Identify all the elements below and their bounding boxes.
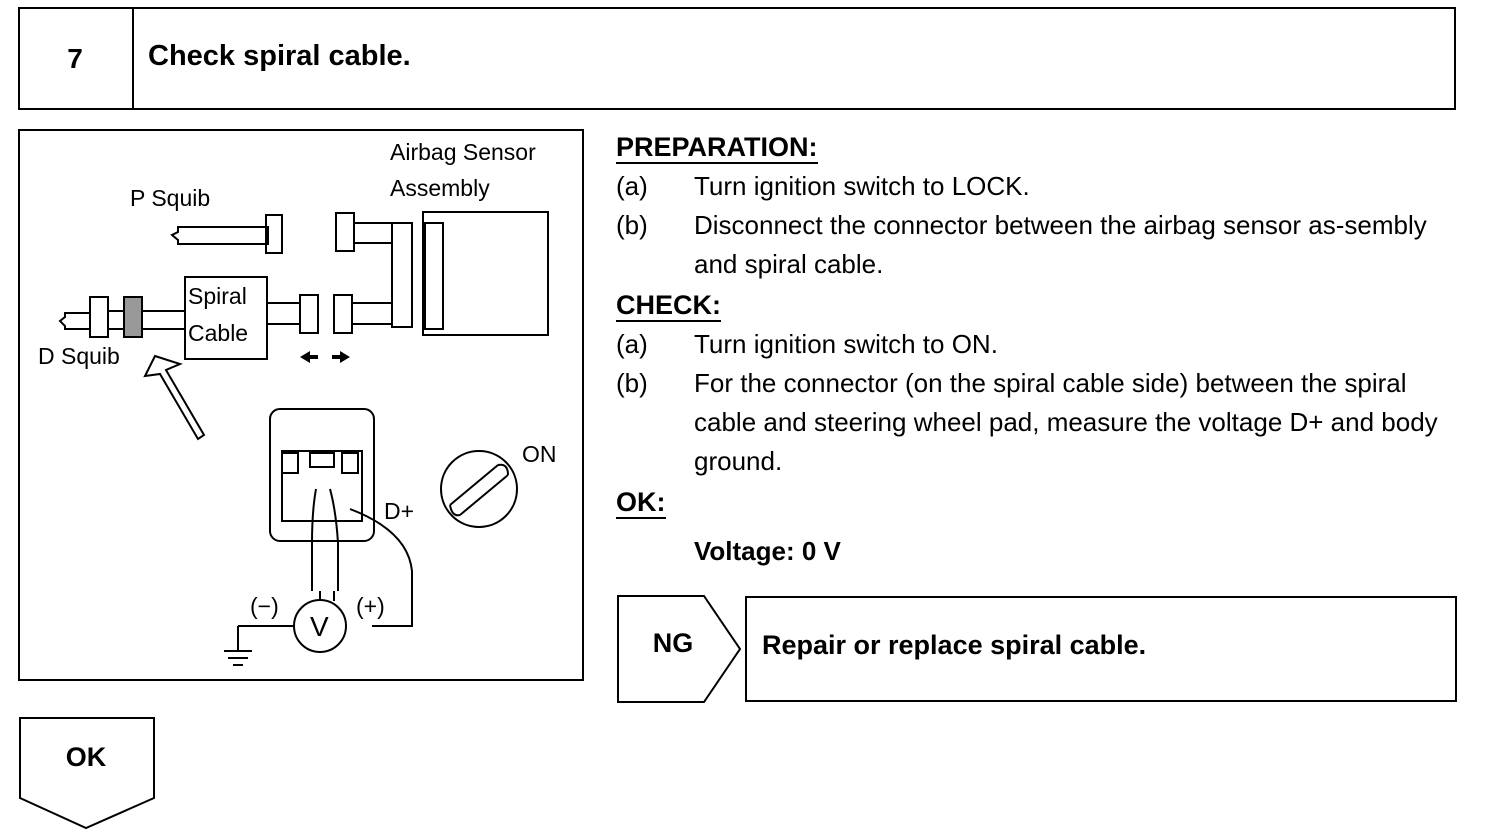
airbag-sensor-box	[422, 211, 549, 336]
wiring-diagram-svg	[58, 211, 549, 666]
wiring-diagram: Airbag Sensor Assembly P Squib D Squib S…	[18, 129, 584, 681]
plus-label: (+)	[356, 593, 385, 619]
check-heading: CHECK:	[616, 290, 721, 322]
item-text: For the connector (on the spiral cable s…	[694, 368, 1438, 476]
pointer-arrow	[143, 354, 206, 441]
spiral-connector	[299, 294, 319, 334]
ng-action-text: Repair or replace spiral cable.	[762, 630, 1147, 660]
preparation-heading: PREPARATION:	[616, 132, 818, 164]
step-header-box	[18, 7, 1456, 110]
spiral-connector-mate	[333, 294, 353, 334]
spiral-label-2: Cable	[188, 320, 249, 346]
item-text: Turn ignition switch to LOCK.	[694, 171, 1030, 201]
ok-heading: OK:	[616, 487, 666, 519]
instructions: PREPARATION: (a) Turn ignition switch to…	[616, 126, 1464, 571]
ok-arrow	[19, 717, 155, 830]
ok-flow-label: OK	[65, 742, 107, 772]
preparation-item-b: (b) Disconnect the connector between the…	[616, 206, 1464, 284]
airbag-sensor-inner	[424, 222, 444, 330]
p-squib-label: P Squib	[130, 185, 211, 211]
ng-label: NG	[652, 628, 694, 658]
ng-action-box	[745, 596, 1457, 702]
d-squib-connector	[89, 296, 109, 338]
ignition-switch	[440, 450, 518, 528]
ng-arrow	[617, 595, 742, 703]
step-number: 7	[18, 7, 134, 110]
item-text: Disconnect the connector between the air…	[694, 210, 1427, 279]
item-label: (a)	[616, 329, 648, 359]
item-label: (a)	[616, 171, 648, 201]
d-squib-hatched-connector	[123, 296, 143, 338]
voltmeter-label: V	[310, 611, 329, 642]
item-text: Turn ignition switch to ON.	[694, 329, 998, 359]
airbag-sensor-label-1: Airbag Sensor	[390, 139, 536, 165]
check-item-a: (a) Turn ignition switch to ON.	[616, 325, 1464, 364]
on-label: ON	[522, 441, 557, 467]
p-squib-connector	[265, 214, 283, 254]
preparation-item-a: (a) Turn ignition switch to LOCK.	[616, 167, 1464, 206]
check-item-b: (b) For the connector (on the spiral cab…	[616, 364, 1464, 481]
step-title: Check spiral cable.	[148, 40, 411, 72]
p-connector-mate	[335, 212, 355, 252]
airbag-connector-bar	[391, 222, 413, 328]
airbag-sensor-label-2: Assembly	[390, 175, 490, 201]
item-label: (b)	[616, 210, 648, 240]
spiral-label-1: Spiral	[188, 283, 247, 309]
d-plus-label: D+	[384, 498, 415, 524]
d-squib-label: D Squib	[38, 343, 120, 369]
ok-voltage-value: Voltage: 0 V	[694, 536, 841, 566]
connector-detail	[269, 408, 375, 542]
minus-label: (−)	[250, 593, 279, 619]
item-label: (b)	[616, 368, 648, 398]
spiral-cable-box	[184, 276, 268, 360]
